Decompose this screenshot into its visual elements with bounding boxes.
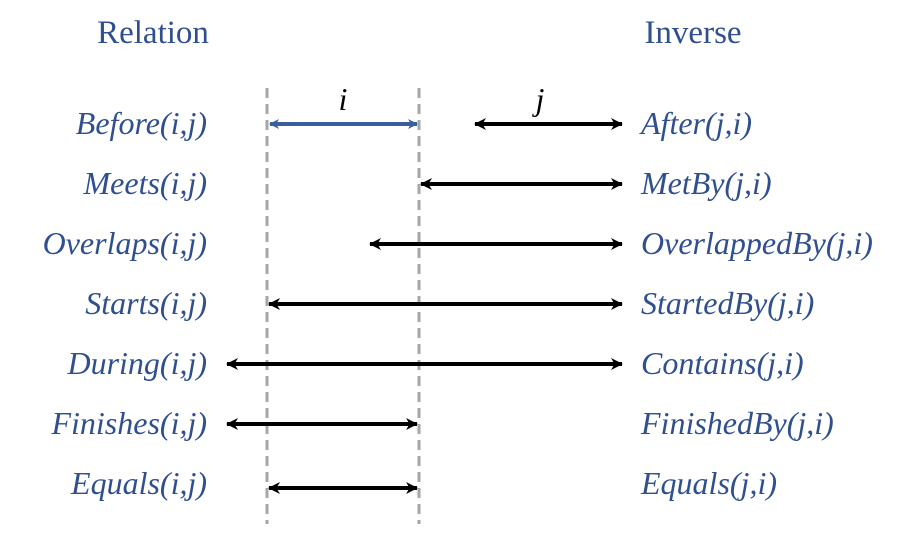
inverse-label-finishedby: FinishedBy(j,i) [640, 405, 834, 441]
inverse-label-startedby: StartedBy(j,i) [641, 285, 814, 321]
inverse-label-metby: MetBy(j,i) [640, 165, 772, 201]
inverse-label-contains: Contains(j,i) [641, 345, 804, 381]
relation-label-finishes: Finishes(i,j) [50, 405, 207, 441]
relation-label-during: During(i,j) [66, 345, 207, 381]
inverse-label-after: After(j,i) [639, 105, 752, 141]
interval-j-label: j [532, 81, 545, 117]
relation-label-overlaps: Overlaps(i,j) [43, 225, 207, 261]
interval-i-label: i [339, 81, 348, 117]
relation-column-header: Relation [97, 15, 209, 51]
relation-label-meets: Meets(i,j) [83, 165, 208, 201]
relation-label-starts: Starts(i,j) [85, 285, 207, 321]
inverse-label-equals: Equals(j,i) [640, 465, 777, 501]
relation-label-before: Before(i,j) [76, 105, 207, 141]
relation-label-equals: Equals(i,j) [70, 465, 207, 501]
inverse-label-overlappedby: OverlappedBy(j,i) [641, 225, 873, 261]
inverse-column-header: Inverse [644, 15, 741, 51]
